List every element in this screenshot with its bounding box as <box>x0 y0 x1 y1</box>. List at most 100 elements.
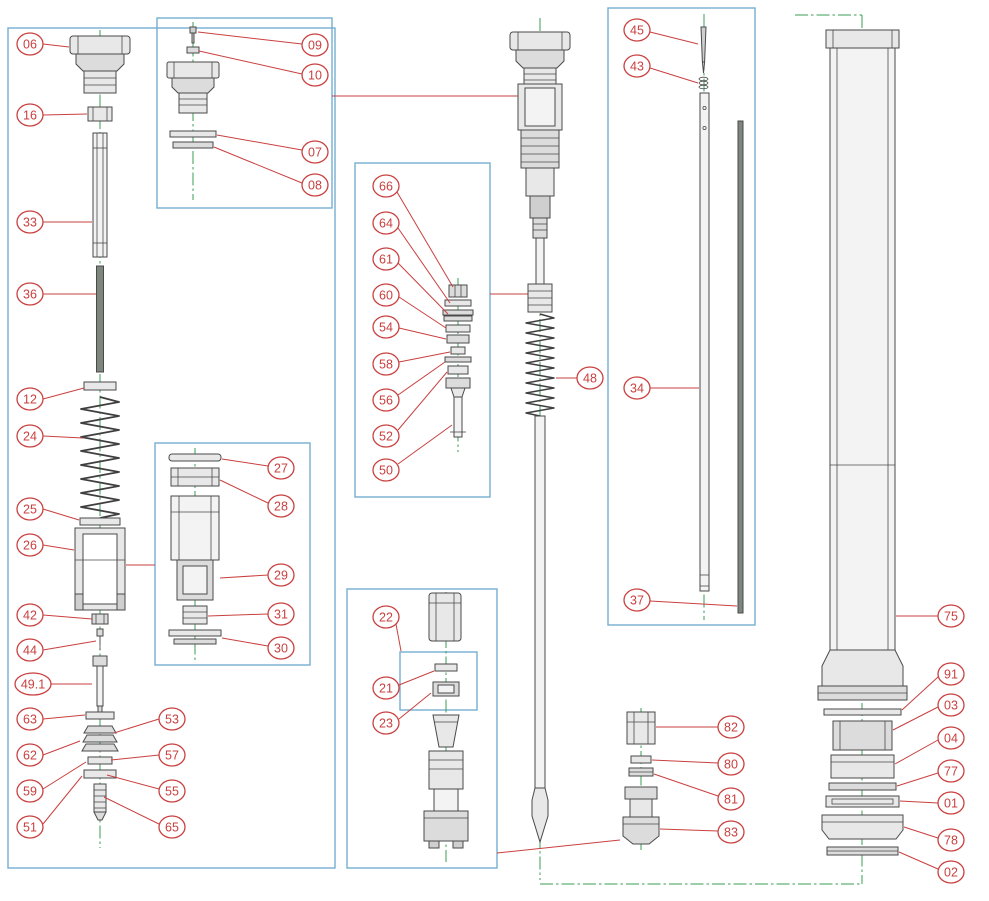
leader-line <box>110 754 160 761</box>
callout-bubble <box>267 602 295 626</box>
callout-bubble <box>372 352 400 376</box>
part-bleed-screw <box>189 26 197 44</box>
leader-line <box>213 146 303 184</box>
callout-label: 25 <box>23 503 37 517</box>
leader-line <box>898 851 939 870</box>
leader-line <box>197 31 303 45</box>
part-inner-rod <box>96 265 104 373</box>
callout-bubble <box>372 605 400 629</box>
part-base-cylinder <box>428 592 462 642</box>
part-cartridge-valve-joint <box>527 283 553 313</box>
callout-bubble <box>14 672 52 696</box>
callout-48: 48 <box>556 366 604 390</box>
leader-line <box>398 327 447 340</box>
callout-55: 55 <box>106 774 186 803</box>
callout-51: 51 <box>16 775 83 839</box>
callout-30: 30 <box>221 636 295 660</box>
callout-label: 81 <box>724 793 738 807</box>
callout-bubble <box>267 494 295 518</box>
callout-bubble <box>301 140 329 164</box>
callout-label: 63 <box>23 713 37 727</box>
part-piston-band <box>182 605 208 625</box>
leader-line <box>896 772 939 787</box>
callout-bubble <box>623 18 651 42</box>
part-spring-seat <box>79 517 121 526</box>
callout-bubble <box>372 676 400 700</box>
callout-bubble <box>158 779 186 803</box>
callout-33: 33 <box>16 210 92 234</box>
callout-bubble <box>372 283 400 307</box>
part-washer-12 <box>83 381 117 391</box>
detail-box-push-rod <box>607 7 756 626</box>
callout-bubble <box>372 247 400 271</box>
part-valve-nut <box>448 284 468 298</box>
callout-42: 42 <box>16 603 93 627</box>
detail-box-base-valve-inner <box>399 651 478 711</box>
part-piston-pin <box>168 453 222 462</box>
leader-line <box>397 361 446 396</box>
part-washer-59 <box>87 756 113 765</box>
callout-label: 37 <box>630 594 644 608</box>
callout-bubble <box>937 828 965 852</box>
part-piston-washers <box>168 629 222 645</box>
callout-bubble <box>301 173 329 197</box>
callout-37: 37 <box>623 588 738 612</box>
part-foot-oring-81 <box>628 767 654 777</box>
part-washer-54 <box>446 334 470 344</box>
callout-bubble <box>623 588 651 612</box>
callout-04: 04 <box>894 726 965 765</box>
callout-bubble <box>16 32 44 56</box>
leader-line <box>397 371 448 431</box>
part-spacer-58 <box>450 346 466 355</box>
callout-bubble <box>372 424 400 448</box>
callout-91: 91 <box>901 662 965 711</box>
callout-34: 34 <box>623 376 699 400</box>
part-damper-rod <box>92 132 108 258</box>
callout-bubble <box>16 103 44 127</box>
callout-label: 80 <box>724 758 738 772</box>
part-needle-rod <box>92 655 108 714</box>
callout-43: 43 <box>623 54 699 84</box>
callout-label: 62 <box>23 749 37 763</box>
callout-77: 77 <box>896 759 965 787</box>
callout-bubble <box>158 743 186 767</box>
callout-bubble <box>372 174 400 198</box>
part-44 <box>96 628 104 650</box>
callout-24: 24 <box>16 424 84 448</box>
leader-line <box>892 706 939 731</box>
part-foot-washer-80 <box>630 755 652 764</box>
part-base-cone <box>432 714 460 748</box>
part-washer-60 <box>445 324 471 333</box>
callout-29: 29 <box>219 563 295 587</box>
part-fork-cap <box>69 35 131 94</box>
callout-bubble <box>372 711 400 735</box>
callout-label: 12 <box>23 393 37 407</box>
callout-06: 06 <box>16 32 70 56</box>
callout-label: 59 <box>23 785 37 799</box>
leader-line <box>207 613 269 617</box>
leader-line <box>219 479 269 504</box>
callout-bubble <box>16 743 44 767</box>
callout-59: 59 <box>16 761 87 803</box>
callout-label: 50 <box>379 464 393 478</box>
part-rod-37 <box>737 120 744 614</box>
callout-49-1: 49.1 <box>14 672 92 696</box>
callout-02: 02 <box>898 851 965 884</box>
callout-31: 31 <box>207 602 295 626</box>
leader-line <box>398 692 432 720</box>
callout-52: 52 <box>372 371 448 448</box>
leader-line <box>42 435 84 439</box>
callout-44: 44 <box>16 638 97 662</box>
callout-bubble <box>717 820 745 844</box>
callout-78: 78 <box>903 826 965 852</box>
detail-box-main-left <box>7 27 336 869</box>
leader-line <box>106 774 160 790</box>
leader-line <box>396 191 454 288</box>
part-piston-body <box>170 495 220 601</box>
leader-line <box>42 714 86 720</box>
callout-label: 34 <box>630 382 644 396</box>
callout-label: 52 <box>379 430 393 444</box>
callout-66: 66 <box>372 174 454 288</box>
callout-57: 57 <box>110 743 186 767</box>
